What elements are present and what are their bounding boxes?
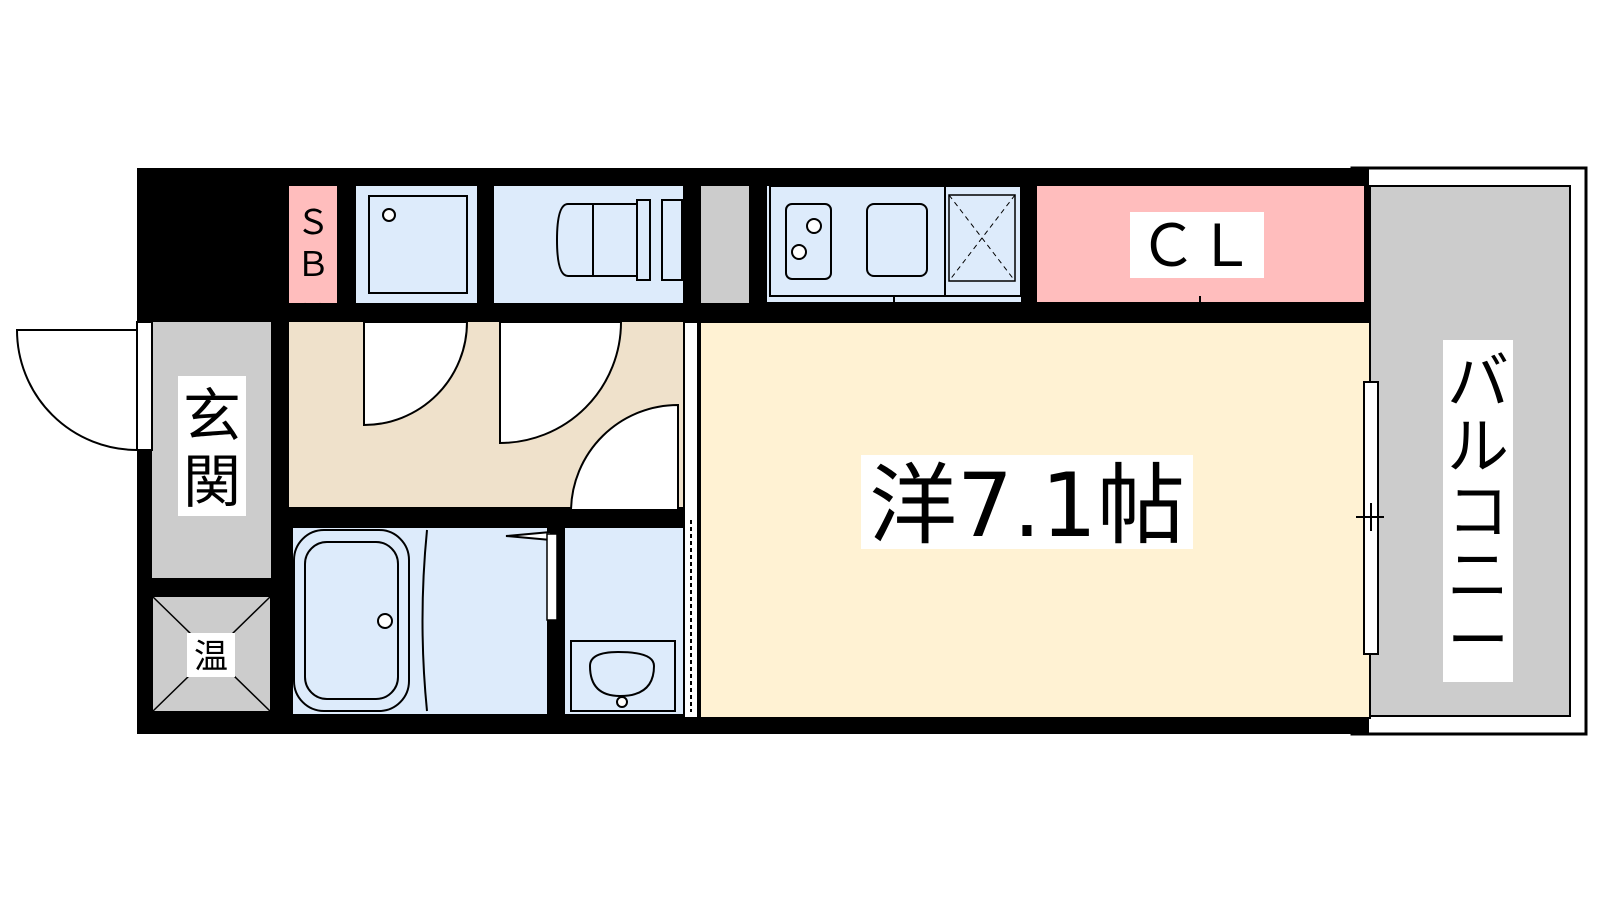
balcony: バ ル コ ニ ー	[1350, 166, 1588, 736]
sink	[866, 203, 928, 277]
water-heater-label: 温	[194, 637, 228, 677]
sliding-door[interactable]	[683, 321, 699, 719]
bathroom	[293, 528, 547, 714]
balcony-char-4: ニ	[1447, 539, 1509, 612]
wash-basin	[588, 650, 656, 698]
toilet	[494, 186, 683, 303]
entrance-label-top: 玄	[183, 382, 241, 450]
washer-space	[356, 186, 477, 303]
balcony-window[interactable]	[1356, 381, 1384, 655]
balcony-char-1: バ	[1447, 345, 1509, 418]
bathtub	[304, 541, 399, 700]
bath-door[interactable]	[546, 533, 558, 621]
western-room-label: 洋7.1帖	[869, 454, 1185, 557]
pipe-space	[701, 186, 749, 303]
kitchen	[767, 185, 1022, 322]
shoe-box-label-top: Ｓ	[296, 203, 330, 243]
washroom	[565, 528, 684, 714]
water-heater: 温	[151, 595, 272, 713]
closet-label: ＣＬ	[1139, 212, 1255, 280]
balcony-char-2: ル	[1447, 410, 1509, 483]
shoe-box-area	[289, 186, 337, 303]
door-swings	[363, 321, 679, 542]
stove	[785, 203, 832, 280]
entrance-label-bottom: 関	[183, 448, 241, 516]
entrance-door[interactable]	[15, 321, 153, 452]
shoe-box-label-bottom: Ｂ	[296, 245, 330, 285]
balcony-char-5: ー	[1447, 604, 1509, 677]
balcony-char-3: コ	[1447, 475, 1509, 548]
